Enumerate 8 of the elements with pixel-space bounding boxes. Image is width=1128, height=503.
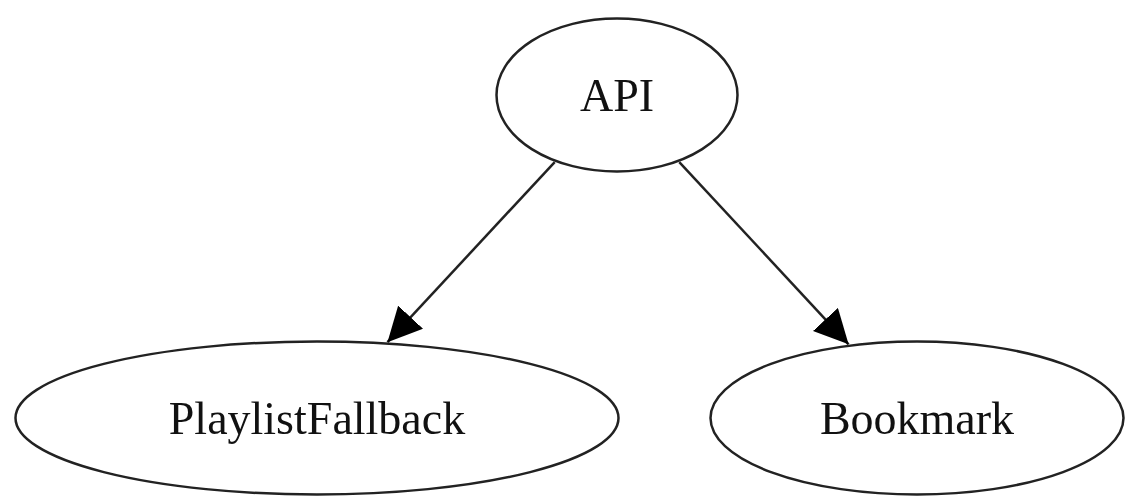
node-label: API (579, 68, 655, 122)
arrow (678, 161, 850, 346)
node-label: Bookmark (819, 391, 1015, 445)
ellipse-node (14, 340, 620, 496)
arrow (386, 161, 556, 343)
node-label: PlaylistFallback (168, 391, 466, 445)
ellipse-node (495, 17, 739, 173)
ellipse-node (709, 340, 1125, 496)
